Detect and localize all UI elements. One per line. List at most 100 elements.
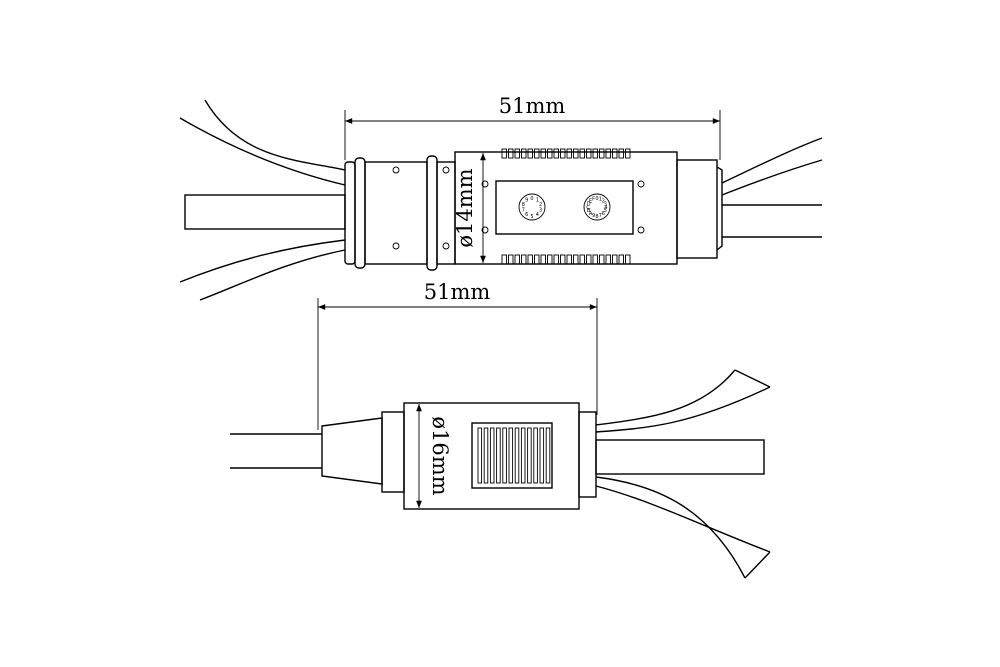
tooth	[534, 148, 540, 159]
teeth-row-bottom	[501, 254, 631, 265]
tooth	[592, 148, 598, 159]
tooth	[527, 148, 533, 159]
tooth	[599, 254, 605, 265]
bottom-right-collar	[578, 411, 597, 498]
tooth	[521, 254, 527, 265]
tooth	[599, 148, 605, 159]
top-left-cables	[179, 99, 346, 301]
grip-rib	[489, 427, 495, 484]
tooth	[553, 254, 559, 265]
top-diameter-label: ø14mm	[453, 168, 477, 247]
dial-digit: C	[586, 205, 590, 211]
tooth	[592, 254, 598, 265]
tooth	[540, 254, 546, 265]
grip-rib	[508, 427, 514, 484]
tooth	[534, 254, 540, 265]
dial-digit: 9	[592, 213, 595, 219]
top-right-cables	[721, 137, 823, 238]
teeth-row-top	[501, 148, 631, 159]
tooth	[605, 148, 611, 159]
grip-rib	[502, 427, 507, 484]
tooth	[566, 148, 572, 159]
dial-digit: 5	[530, 214, 533, 220]
tooth	[618, 254, 624, 265]
tooth	[586, 254, 592, 265]
grip-rib	[520, 427, 526, 484]
bottom-view: 51mm ø16mm	[230, 280, 771, 579]
grip-rib	[514, 427, 520, 484]
grip-rib	[527, 427, 532, 484]
tooth	[527, 254, 533, 265]
bottom-left-cable	[230, 433, 322, 469]
dial-digit: 1	[599, 197, 602, 203]
top-length-dimension: 51mm	[344, 94, 721, 160]
dial-digit: 3	[604, 201, 607, 207]
tooth	[618, 148, 624, 159]
bottom-right-cables	[595, 369, 771, 579]
tooth	[540, 148, 546, 159]
tooth	[547, 148, 553, 159]
dial-digit: 0	[595, 196, 598, 202]
grip-rib	[496, 427, 501, 484]
tooth	[521, 148, 527, 159]
dial-digit: A	[589, 211, 593, 217]
tooth	[560, 148, 566, 159]
dial-digit: 4	[536, 212, 539, 218]
dial-digit: F	[592, 197, 595, 203]
tooth	[573, 148, 579, 159]
tooth	[514, 148, 520, 159]
tooth	[586, 148, 592, 159]
tooth	[579, 148, 585, 159]
dial-digit: 9	[525, 198, 528, 204]
tooth	[560, 254, 566, 265]
bottom-length-label: 51mm	[424, 280, 491, 304]
dial-digit: 2	[539, 202, 542, 208]
bottom-diameter-dimension: ø16mm	[416, 404, 452, 508]
dial-digit: 1	[536, 198, 539, 204]
grip-rib	[545, 427, 551, 484]
dial-digit: E	[589, 198, 592, 204]
dial-digit: 8	[522, 202, 525, 208]
dial-digit: 0	[530, 196, 533, 202]
grip-rib	[483, 427, 489, 484]
dial-digit: 5	[604, 208, 607, 214]
tooth	[553, 148, 559, 159]
grip-rib	[533, 427, 538, 484]
dial-digit: B	[587, 208, 591, 214]
tooth	[573, 254, 579, 265]
tooth	[605, 254, 611, 265]
dial-digit: D	[587, 201, 591, 207]
tooth	[508, 148, 514, 159]
tooth	[612, 148, 618, 159]
dial-digit: 7	[599, 213, 602, 219]
top-left-sleeve	[344, 155, 456, 271]
top-diameter-dimension: ø14mm	[453, 153, 486, 263]
dial-digit: 2	[602, 198, 605, 204]
tooth	[547, 254, 553, 265]
dial-digit: 3	[539, 208, 542, 214]
bottom-left-taper	[321, 411, 405, 493]
tooth	[501, 254, 507, 265]
grip-pattern	[477, 427, 551, 484]
tooth	[514, 254, 520, 265]
dial-digit: 8	[595, 214, 598, 220]
dial-digit: 4	[604, 205, 607, 211]
tooth	[501, 148, 507, 159]
bottom-diameter-label: ø16mm	[428, 416, 452, 495]
dial-digit: 6	[602, 211, 605, 217]
tooth	[625, 148, 631, 159]
top-length-label: 51mm	[499, 94, 566, 118]
tooth	[579, 254, 585, 265]
tooth	[508, 254, 514, 265]
tooth	[566, 254, 572, 265]
dial-digit: 7	[522, 208, 525, 214]
top-right-cap	[676, 159, 723, 259]
tooth	[612, 254, 618, 265]
grip-rib	[539, 427, 545, 484]
tooth	[625, 254, 631, 265]
grip-rib	[477, 427, 483, 484]
